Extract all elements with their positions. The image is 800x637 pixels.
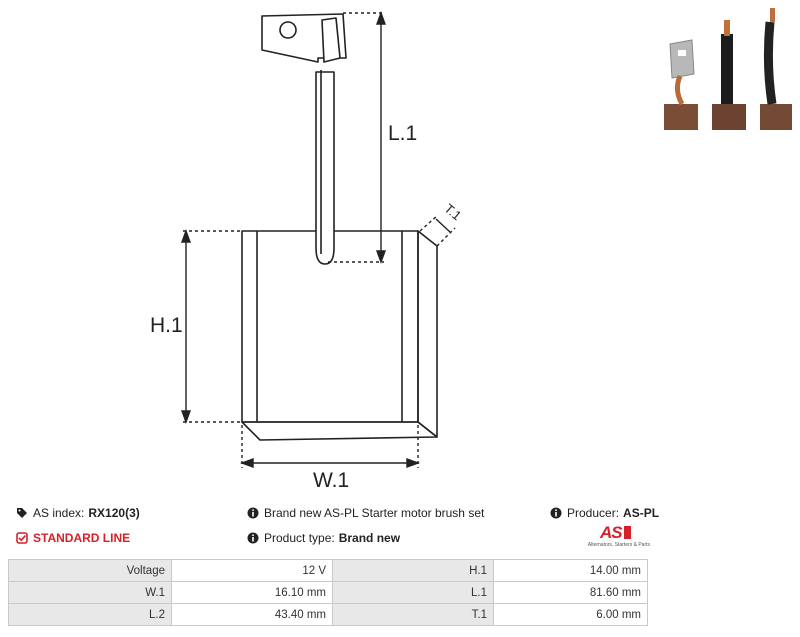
spec-value: 14.00 mm [493,559,648,582]
product-type: Product type: Brand new [247,531,400,545]
specs-table: Voltage 12 V H.1 14.00 mm W.1 16.10 mm L… [8,559,648,626]
as-index: AS index: RX120(3) [16,506,140,520]
info-icon [247,532,259,544]
terminal-hole [279,21,297,39]
as-index-label: AS index: [33,506,85,520]
product-type-label: Product type: [264,531,335,545]
product-description: Brand new AS-PL Starter motor brush set [247,506,484,520]
spec-value: 81.60 mm [493,581,648,604]
brush-bottom-face [241,421,438,441]
table-row: L.2 43.40 mm T.1 6.00 mm [8,603,648,626]
producer-value: AS-PL [623,506,660,520]
as-pl-logo: AS Alternators, Starters & Parts [584,523,650,553]
brush-side-face [417,230,438,438]
check-square-icon [16,532,28,544]
spec-key: H.1 [332,559,494,582]
standard-line-badge: STANDARD LINE [16,531,130,545]
dim-label-t1: T.1 [441,201,464,224]
spec-value: 43.40 mm [171,603,333,626]
spec-value: 12 V [171,559,333,582]
standard-line-label: STANDARD LINE [33,531,131,545]
dim-label-l1: L.1 [388,122,417,145]
product-photo [664,8,792,130]
producer: Producer: AS-PL [550,506,659,520]
info-icon [247,507,259,519]
producer-label: Producer: [567,506,620,520]
spec-key: T.1 [332,603,494,626]
table-row: Voltage 12 V H.1 14.00 mm [8,559,648,582]
logo-tagline: Alternators, Starters & Parts [587,542,650,548]
dim-label-w1: W.1 [313,469,349,492]
spec-key: L.2 [8,603,172,626]
spec-value: 6.00 mm [493,603,648,626]
technical-drawing: L.1 H.1 W.1 T.1 [150,10,464,492]
info-icon [550,507,562,519]
table-row: W.1 16.10 mm L.1 81.60 mm [8,581,648,604]
description-text: Brand new AS-PL Starter motor brush set [264,506,485,520]
spec-value: 16.10 mm [171,581,333,604]
logo-mark: AS [600,523,623,542]
tags-icon [17,508,27,518]
product-type-value: Brand new [338,531,401,545]
spec-key: L.1 [332,581,494,604]
as-index-value: RX120(3) [88,506,140,520]
dim-label-h1: H.1 [150,314,183,337]
spec-key: W.1 [8,581,172,604]
spec-key: Voltage [8,559,172,582]
shunt-wire [315,71,335,265]
